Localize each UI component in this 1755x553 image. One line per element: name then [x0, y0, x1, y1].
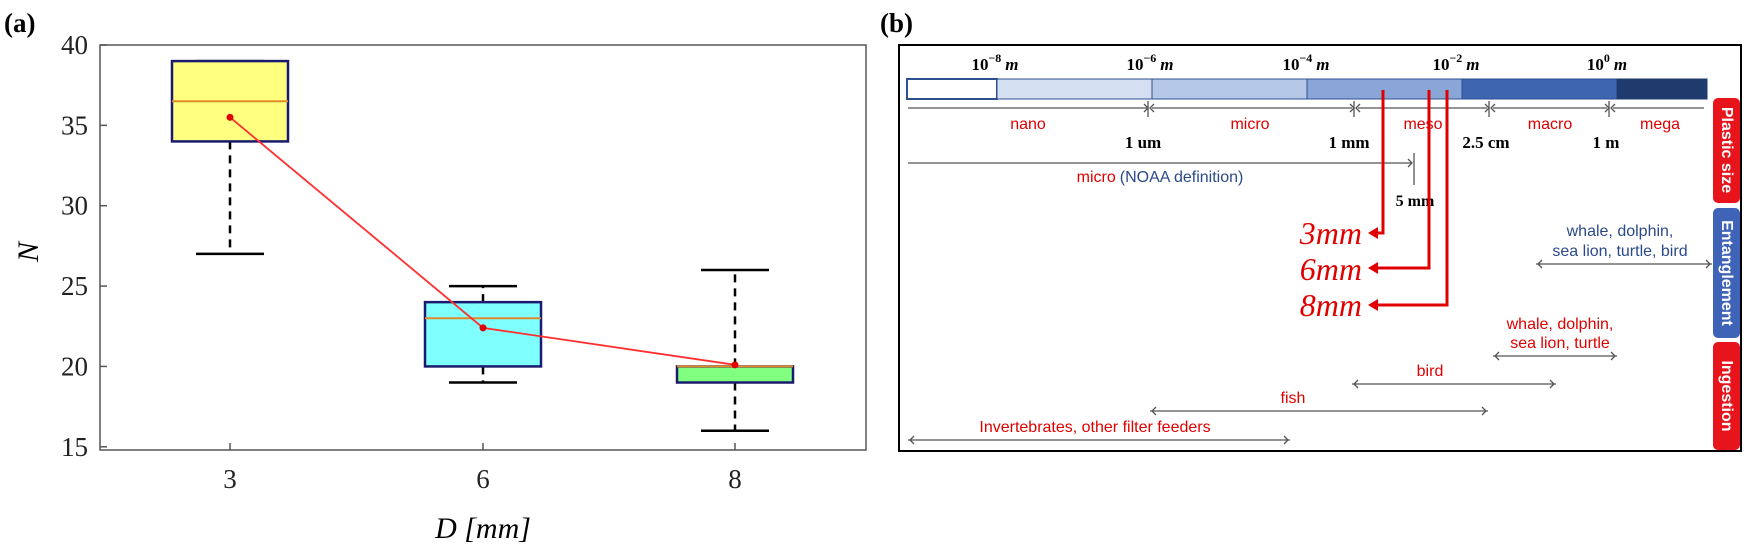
x-tick-label: 3 — [223, 464, 237, 494]
side-label-ingestion: Ingestion — [1713, 342, 1740, 450]
box-8 — [675, 268, 795, 432]
y-tick-label: 35 — [61, 110, 88, 140]
y-axis-title: N — [12, 240, 45, 263]
panel-a-boxplot: (a) 15 20 25 30 35 40 3 6 8 N D [mm] — [4, 8, 867, 545]
x-tick-label: 6 — [476, 464, 490, 494]
class-micro: micro — [1230, 116, 1269, 133]
svg-text:Plastic size: Plastic size — [1718, 107, 1735, 193]
scale-segment — [1461, 78, 1618, 100]
marked-size-3mm: 3mm — [1299, 215, 1362, 251]
class-mega: mega — [1640, 116, 1680, 133]
ingestion-ranges — [908, 351, 1617, 445]
x-tick-label: 8 — [728, 464, 742, 494]
scale-segment — [1616, 78, 1708, 100]
panel-b-label: (b) — [880, 8, 913, 38]
class-nano: nano — [1010, 116, 1046, 133]
ingestion-whale-line2: sea lion, turtle — [1510, 335, 1610, 352]
y-axis: 15 20 25 30 35 40 — [61, 30, 107, 462]
side-label-entanglement: Entanglement — [1713, 208, 1740, 338]
diagram-frame — [898, 44, 1742, 452]
entanglement-text-line2: sea lion, turtle, bird — [1552, 243, 1687, 260]
y-tick-label: 25 — [61, 271, 88, 301]
noaa-limit-label: 5 mm — [1396, 193, 1435, 210]
boundary-1mm: 1 mm — [1328, 133, 1369, 152]
ingestion-fish-label: fish — [1281, 390, 1306, 407]
svg-text:Entanglement: Entanglement — [1718, 220, 1735, 326]
boundary-2-5cm: 2.5 cm — [1462, 133, 1509, 152]
svg-text:Ingestion: Ingestion — [1718, 360, 1735, 431]
class-meso: meso — [1403, 116, 1442, 133]
y-tick-label: 15 — [61, 432, 88, 462]
y-tick-label: 40 — [61, 30, 88, 60]
box-3 — [170, 59, 290, 256]
noaa-label: micro(NOAA definition) — [1077, 169, 1244, 186]
class-macro: macro — [1528, 116, 1573, 133]
boundary-1m: 1 m — [1593, 133, 1620, 152]
mean-line — [226, 113, 739, 369]
side-label-plastic-size: Plastic size — [1713, 98, 1740, 203]
x-axis-title: D [mm] — [434, 512, 531, 545]
entanglement-range — [1536, 259, 1712, 269]
scale-segment — [1151, 78, 1308, 100]
y-tick-label: 20 — [61, 351, 88, 381]
mean-point — [226, 113, 234, 121]
size-scale-bar — [906, 78, 1708, 100]
marked-size-8mm: 8mm — [1300, 287, 1362, 323]
box-series — [170, 59, 795, 432]
panel-a-label: (a) — [4, 8, 35, 38]
ingestion-invertebrates-label: Invertebrates, other filter feeders — [979, 419, 1210, 436]
mean-point — [731, 361, 739, 369]
ingestion-bird-label: bird — [1417, 363, 1444, 380]
entanglement-text-line1: whale, dolphin, — [1566, 223, 1674, 240]
mean-point — [479, 324, 487, 332]
scale-segment — [906, 78, 998, 100]
scale-segment — [996, 78, 1153, 100]
y-tick-label: 30 — [61, 191, 88, 221]
ingestion-whale-line1: whale, dolphin, — [1506, 316, 1614, 333]
marked-size-6mm: 6mm — [1300, 251, 1362, 287]
size-class-arrows — [908, 101, 1704, 117]
boundary-1um: 1 um — [1125, 133, 1161, 152]
noaa-range — [908, 153, 1415, 185]
box-body — [675, 365, 795, 384]
x-axis: 3 6 8 — [223, 443, 742, 494]
